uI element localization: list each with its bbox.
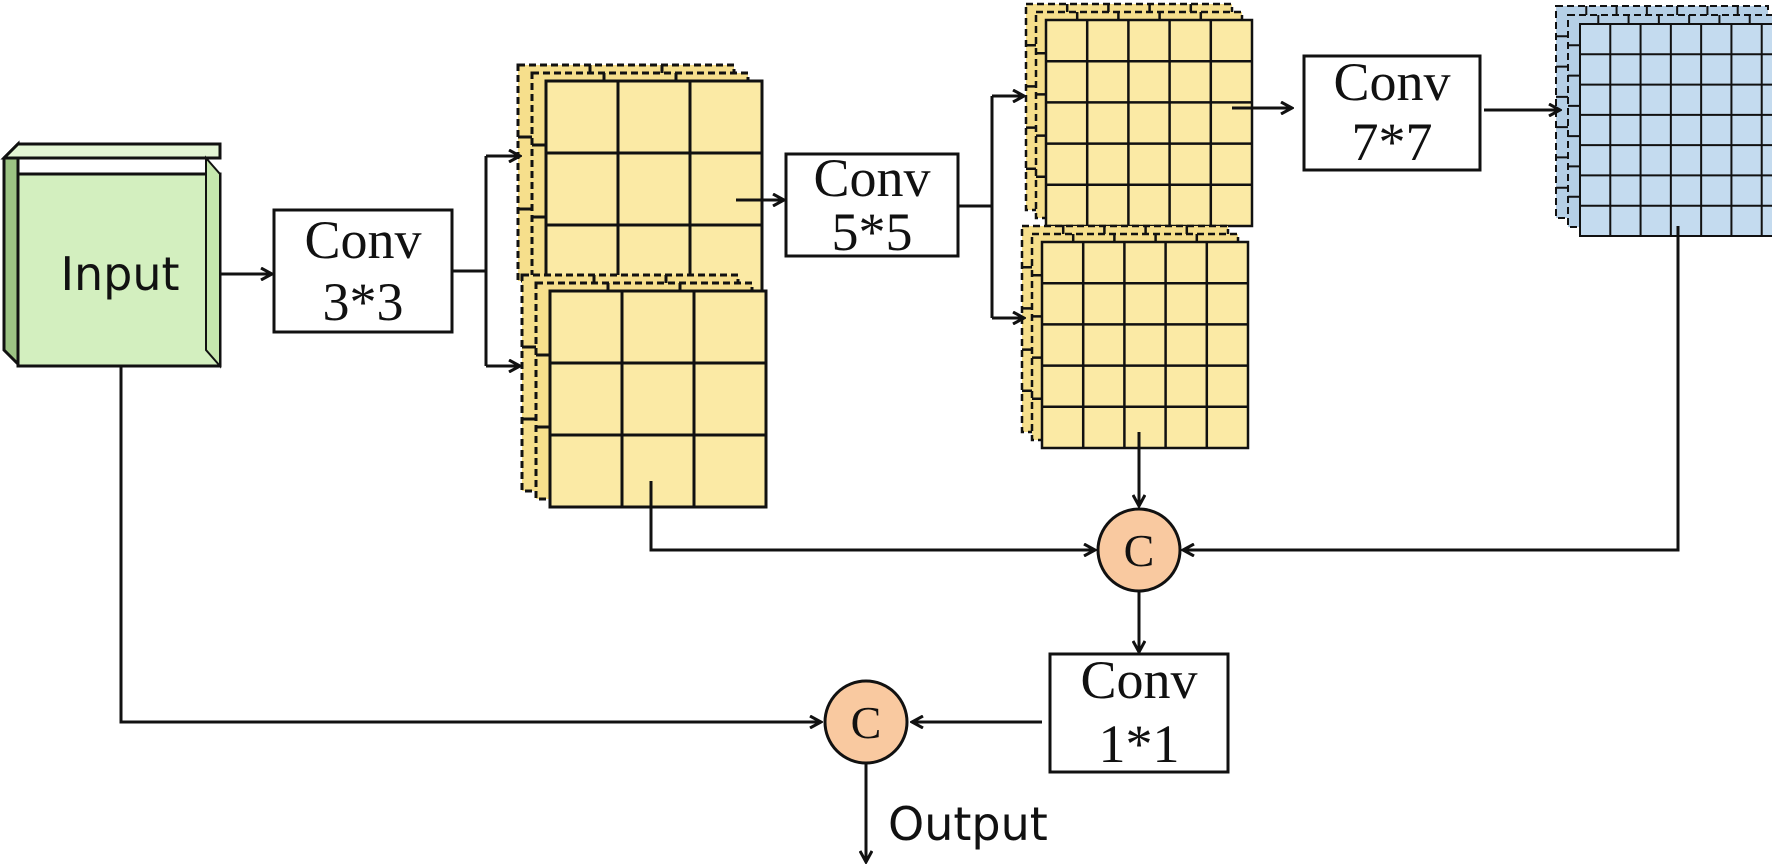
conv-7x7-line1: Conv: [1333, 52, 1450, 112]
arrow-fm7-to-concat: [1183, 226, 1680, 550]
input-label: Input: [60, 247, 179, 301]
input-block-side: [2, 140, 20, 368]
conv-5x5-box: Conv 5*5: [784, 148, 960, 262]
feature-map-5x5-a-layer-3: [1044, 18, 1254, 228]
conv-3x3-line1: Conv: [304, 210, 421, 270]
feature-map-5x5-b: [1020, 224, 1250, 450]
feature-map-3x3-b: [520, 273, 768, 509]
feature-map-3x3-b-layer-3: [548, 289, 768, 509]
output-label: Output: [888, 797, 1048, 851]
conv-1x1-line2: 1*1: [1099, 714, 1180, 774]
input-block-right-edge: [205, 155, 221, 369]
feature-map-5x5-b-layer-3: [1040, 240, 1250, 450]
feature-maps-layer: [516, 2, 1772, 509]
conv-7x7-box: Conv 7*7: [1302, 52, 1482, 172]
feature-map-7x7-layer-3: [1579, 23, 1772, 237]
conv-3x3-line2: 3*3: [323, 272, 404, 332]
conv-5x5-line2: 5*5: [832, 202, 913, 262]
conv-5x5-line1: Conv: [813, 148, 930, 208]
feature-map-3x3-a-layer-3: [544, 79, 764, 299]
arrow-fm3b-to-concat: [649, 481, 1095, 550]
concat-bottom-label: C: [851, 697, 882, 748]
conv-7x7-line2: 7*7: [1352, 112, 1433, 172]
concat-bottom-node: C: [823, 679, 909, 765]
input-block: Input: [0, 140, 222, 369]
conv-1x1-line1: Conv: [1080, 650, 1197, 710]
feature-map-7x7: [1555, 5, 1772, 237]
conv-3x3-box: Conv 3*3: [272, 208, 454, 334]
arrow-input-to-concat: [119, 366, 821, 722]
input-block-front: [16, 172, 222, 368]
input-block-top: [0, 142, 222, 160]
connectors: [119, 96, 1680, 862]
feature-map-3x3-a: [516, 63, 764, 299]
concat-top-label: C: [1124, 525, 1155, 576]
concat-top-node: C: [1096, 507, 1182, 593]
conv-1x1-box: Conv 1*1: [1048, 650, 1230, 774]
feature-map-5x5-a: [1024, 2, 1254, 228]
